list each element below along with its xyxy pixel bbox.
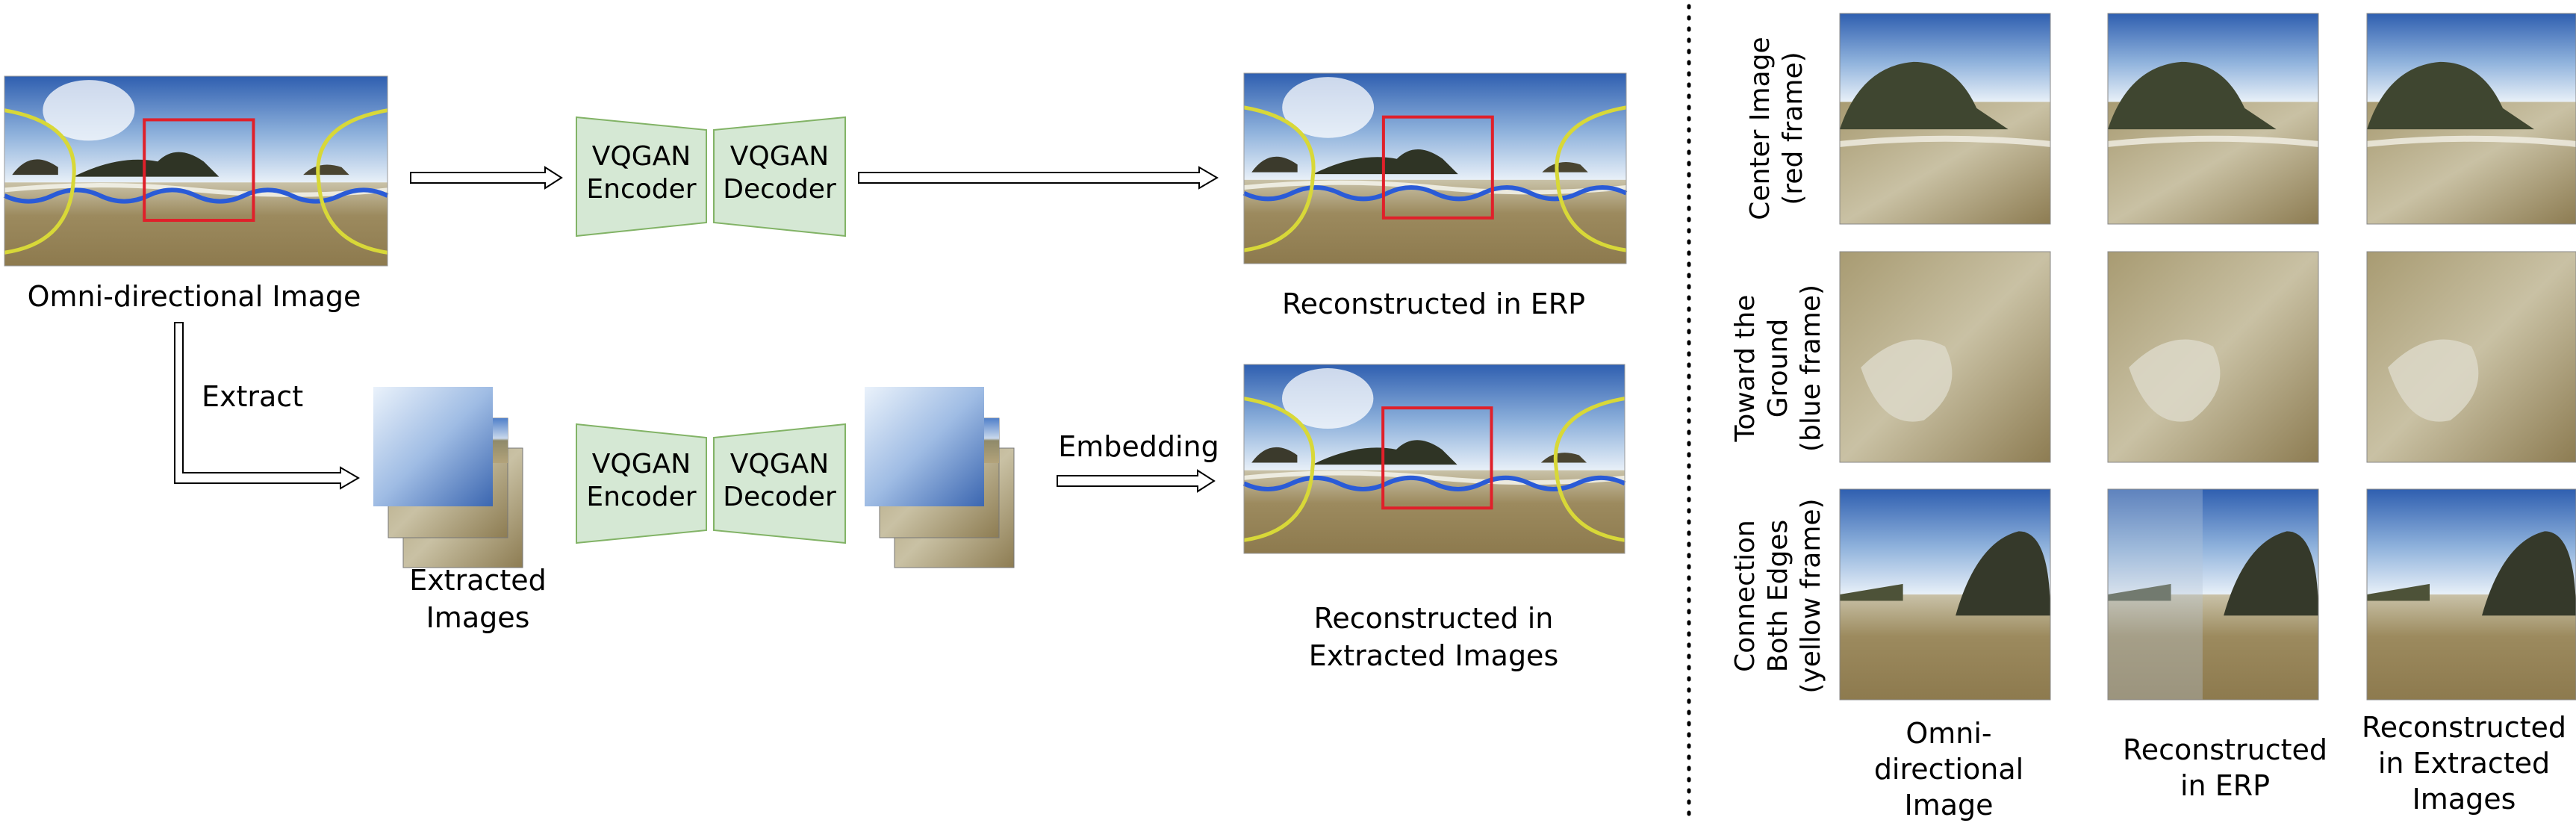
omni-caption: Omni-directional Image: [27, 280, 361, 313]
omnidirectional-image: [3, 75, 389, 267]
vqgan-encoder-bottom: [576, 423, 707, 544]
reconstructed-extracted-image: [1242, 364, 1626, 554]
grid-tile-r1-c2: [2107, 13, 2319, 225]
col-label-recon-erp: Reconstructed in ERP: [2123, 733, 2327, 802]
col-label-recon-extracted: Reconstructed in Extracted Images: [2362, 711, 2566, 816]
arrow-input-to-encoder: [410, 166, 563, 190]
row-label-center: Center Image (red frame): [1745, 37, 1808, 220]
decoder-top-label: VQGAN Decoder: [723, 141, 836, 205]
grid-tile-r2-c3: [2366, 251, 2576, 463]
vqgan-decoder-top: [713, 116, 846, 237]
recon-extracted-caption: Reconstructed in Extracted Images: [1308, 602, 1559, 672]
arrow-decoder-to-erp: [858, 166, 1219, 190]
vqgan-encoder-top: [576, 116, 707, 237]
encoder-bottom-label: VQGAN Encoder: [586, 449, 697, 512]
arrow-extract: [174, 322, 360, 490]
row-label-ground: Toward the Ground (blue frame): [1730, 284, 1826, 453]
embedded-images-stack: [865, 387, 1015, 568]
recon-erp-caption: Reconstructed in ERP: [1281, 288, 1586, 320]
extracted-caption: Extracted Images: [409, 564, 547, 634]
encoder-top-label: VQGAN Encoder: [586, 141, 697, 205]
col-label-omni: Omni- directional Image: [1873, 717, 2024, 822]
grid-tile-r1-c1: [1839, 13, 2051, 225]
extract-label: Extract: [202, 380, 304, 413]
grid-tile-r2-c1: [1839, 251, 2051, 463]
decoder-bottom-label: VQGAN Decoder: [723, 449, 836, 512]
grid-tile-r2-c2: [2107, 251, 2319, 463]
row-label-edges: Connection Both Edges (yellow frame): [1730, 498, 1826, 694]
embedding-label: Embedding: [1058, 430, 1219, 463]
grid-tile-r3-c3: [2366, 488, 2576, 701]
grid-tile-r1-c3: [2366, 13, 2576, 225]
comparison-grid: [1839, 13, 2576, 701]
reconstructed-erp-image: [1242, 72, 1628, 264]
vqgan-decoder-bottom: [713, 423, 846, 544]
grid-tile-r3-c2: [2107, 488, 2319, 701]
extracted-images-stack: [373, 387, 523, 568]
grid-tile-r3-c1: [1839, 488, 2051, 701]
arrow-embedding: [1057, 469, 1216, 493]
